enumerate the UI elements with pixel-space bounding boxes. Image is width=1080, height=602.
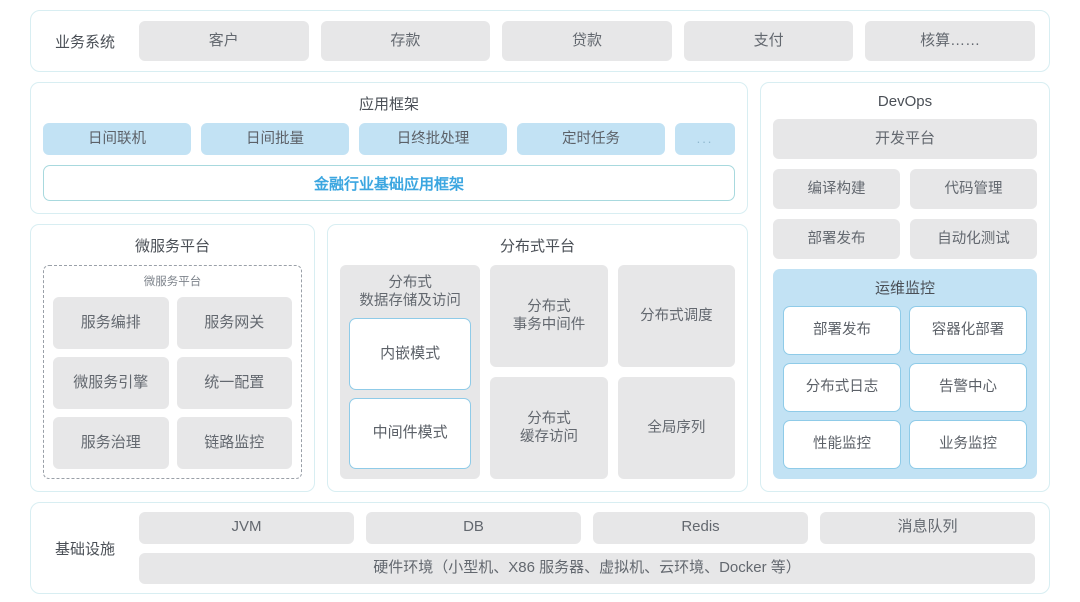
distributed-storage-title: 分布式 数据存储及访问	[359, 275, 461, 310]
distributed-storage-mode-middleware[interactable]: 中间件模式	[349, 397, 472, 469]
microservice-chip-service-gateway[interactable]: 服务网关	[176, 297, 292, 349]
infrastructure-chip-message-queue[interactable]: 消息队列	[820, 512, 1035, 544]
business-systems-chip-list: 客户 存款 贷款 支付 核算……	[139, 21, 1035, 61]
platforms-row: 微服务平台 微服务平台 服务编排 服务网关 微服务引擎 统一配置 服务治理 链路…	[30, 224, 748, 492]
business-systems-label: 业务系统	[54, 33, 115, 51]
devops-chip-code-management[interactable]: 代码管理	[910, 169, 1037, 209]
distributed-chip-transaction-middleware[interactable]: 分布式 事务中间件	[490, 265, 608, 367]
ops-chip-distributed-logging[interactable]: 分布式日志	[783, 363, 901, 412]
distributed-chip-scheduling[interactable]: 分布式调度	[617, 265, 735, 367]
infrastructure-section: 基础设施 JVM DB Redis 消息队列 硬件环境（小型机、X86 服务器、…	[30, 502, 1050, 594]
infrastructure-content: JVM DB Redis 消息队列 硬件环境（小型机、X86 服务器、虚拟机、云…	[139, 512, 1035, 584]
devops-chip-grid: 编译构建 代码管理 部署发布 自动化测试	[773, 169, 1037, 259]
ops-chip-performance-monitoring[interactable]: 性能监控	[783, 420, 901, 469]
microservice-platform-inner-title: 微服务平台	[143, 276, 202, 288]
distributed-storage-card[interactable]: 分布式 数据存储及访问 内嵌模式 中间件模式	[340, 265, 481, 479]
ops-monitoring-title: 运维监控	[874, 280, 935, 297]
distributed-storage-mode-embedded[interactable]: 内嵌模式	[349, 318, 472, 390]
infrastructure-chip-jvm[interactable]: JVM	[139, 512, 354, 544]
devops-chip-dev-platform[interactable]: 开发平台	[773, 119, 1037, 159]
app-framework-panel: 应用框架 日间联机 日间批量 日终批处理 定时任务 ... 金融行业基础应用框架	[30, 82, 748, 214]
business-system-chip-accounting[interactable]: 核算……	[865, 21, 1035, 61]
distributed-platform-grid: 分布式 事务中间件 分布式调度 分布式 缓存访问 全局序列	[490, 265, 735, 479]
infrastructure-label: 基础设施	[54, 540, 115, 558]
microservice-platform-grid: 服务编排 服务网关 微服务引擎 统一配置 服务治理 链路监控	[53, 297, 292, 469]
infrastructure-chip-db[interactable]: DB	[366, 512, 581, 544]
distributed-platform-title: 分布式平台	[499, 238, 575, 255]
app-framework-chip-daytime-batch[interactable]: 日间批量	[201, 123, 349, 155]
business-system-chip-customer[interactable]: 客户	[139, 21, 309, 61]
microservice-chip-trace-monitoring[interactable]: 链路监控	[176, 417, 292, 469]
ops-chip-deploy-release[interactable]: 部署发布	[783, 306, 901, 355]
app-framework-chip-more[interactable]: ...	[675, 123, 735, 155]
devops-chip-automated-testing[interactable]: 自动化测试	[910, 219, 1037, 259]
infrastructure-component-list: JVM DB Redis 消息队列	[139, 512, 1035, 544]
devops-panel: DevOps 开发平台 编译构建 代码管理 部署发布 自动化测试 运维监控 部署…	[760, 82, 1050, 492]
microservice-chip-service-orchestration[interactable]: 服务编排	[53, 297, 169, 349]
microservice-platform-title: 微服务平台	[134, 238, 210, 255]
app-framework-chip-eod-batch[interactable]: 日终批处理	[359, 123, 507, 155]
microservice-chip-unified-config[interactable]: 统一配置	[176, 357, 292, 409]
app-framework-title: 应用框架	[358, 96, 419, 113]
ops-monitoring-grid: 部署发布 容器化部署 分布式日志 告警中心 性能监控 业务监控	[783, 306, 1027, 469]
app-framework-chip-daytime-online[interactable]: 日间联机	[43, 123, 191, 155]
devops-chip-deploy-release[interactable]: 部署发布	[773, 219, 900, 259]
ops-chip-containerized-deploy[interactable]: 容器化部署	[909, 306, 1027, 355]
business-system-chip-loan[interactable]: 贷款	[502, 21, 672, 61]
infrastructure-hardware-bar[interactable]: 硬件环境（小型机、X86 服务器、虚拟机、云环境、Docker 等）	[139, 552, 1035, 584]
ops-chip-business-monitoring[interactable]: 业务监控	[909, 420, 1027, 469]
infrastructure-chip-redis[interactable]: Redis	[593, 512, 808, 544]
app-framework-chip-list: 日间联机 日间批量 日终批处理 定时任务 ...	[43, 123, 735, 155]
devops-column: DevOps 开发平台 编译构建 代码管理 部署发布 自动化测试 运维监控 部署…	[760, 82, 1050, 492]
app-framework-chip-scheduled-task[interactable]: 定时任务	[517, 123, 665, 155]
business-systems-section: 业务系统 客户 存款 贷款 支付 核算……	[30, 10, 1050, 72]
middle-section: 应用框架 日间联机 日间批量 日终批处理 定时任务 ... 金融行业基础应用框架…	[30, 82, 1050, 492]
ops-monitoring-box: 运维监控 部署发布 容器化部署 分布式日志 告警中心 性能监控 业务监控	[773, 269, 1037, 479]
distributed-platform-panel: 分布式平台 分布式 数据存储及访问 内嵌模式 中间件模式 分布式 事务中间件 分…	[327, 224, 748, 492]
devops-chip-compile-build[interactable]: 编译构建	[773, 169, 900, 209]
microservice-platform-inner-box: 微服务平台 服务编排 服务网关 微服务引擎 统一配置 服务治理 链路监控	[43, 265, 302, 479]
distributed-platform-body: 分布式 数据存储及访问 内嵌模式 中间件模式 分布式 事务中间件 分布式调度 分…	[340, 265, 735, 479]
devops-title: DevOps	[877, 93, 933, 110]
distributed-chip-global-sequence[interactable]: 全局序列	[617, 377, 735, 479]
business-system-chip-payment[interactable]: 支付	[683, 21, 854, 61]
finance-base-framework-banner: 金融行业基础应用框架	[43, 165, 735, 201]
distributed-chip-cache-access[interactable]: 分布式 缓存访问	[490, 377, 608, 479]
distributed-storage-mode-list: 内嵌模式 中间件模式	[349, 318, 472, 469]
ops-chip-alert-center[interactable]: 告警中心	[909, 363, 1027, 412]
microservice-chip-microservice-engine[interactable]: 微服务引擎	[53, 357, 169, 409]
middle-left-column: 应用框架 日间联机 日间批量 日终批处理 定时任务 ... 金融行业基础应用框架…	[30, 82, 748, 492]
microservice-platform-panel: 微服务平台 微服务平台 服务编排 服务网关 微服务引擎 统一配置 服务治理 链路…	[30, 224, 315, 492]
business-system-chip-deposit[interactable]: 存款	[320, 21, 491, 61]
microservice-chip-service-governance[interactable]: 服务治理	[53, 417, 169, 469]
